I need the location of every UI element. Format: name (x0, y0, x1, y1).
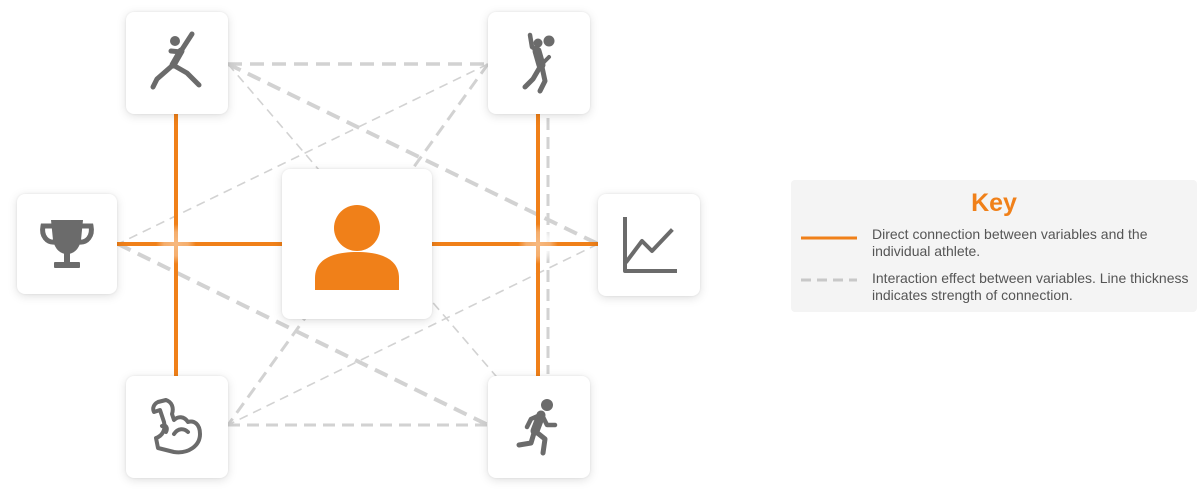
athlete-node (282, 169, 432, 319)
flexibility-node (126, 12, 228, 114)
volleyball-spike-icon (522, 32, 555, 94)
legend-label-direct: Direct connection between variables and … (872, 226, 1148, 259)
strength-node (126, 376, 228, 478)
legend-label-interaction: Interaction effect between variables. Li… (872, 270, 1189, 303)
stretching-icon (150, 31, 202, 90)
person-icon (315, 205, 399, 290)
dashed-grey-line-icon (801, 278, 857, 282)
legend-item-interaction: Interaction effect between variables. Li… (801, 270, 1189, 304)
interaction-line-competition-speed (117, 242, 489, 427)
performance-node (598, 194, 700, 296)
trophy-icon (40, 220, 94, 268)
solid-orange-line-icon (801, 236, 857, 240)
legend-title: Key (971, 189, 1017, 217)
flexed-bicep-icon (151, 398, 202, 455)
interaction-line-skill-competition (117, 63, 489, 245)
interaction-line-flexibility-speed (227, 63, 539, 426)
competition-node (17, 194, 117, 294)
line-chart-icon (623, 217, 677, 273)
legend-key: Key Direct connection between variables … (791, 180, 1197, 312)
skill-node (488, 12, 590, 114)
legend-item-direct: Direct connection between variables and … (801, 226, 1189, 260)
running-icon (516, 399, 558, 456)
speed-node (488, 376, 590, 478)
interaction-line-skill-strength (226, 63, 490, 426)
